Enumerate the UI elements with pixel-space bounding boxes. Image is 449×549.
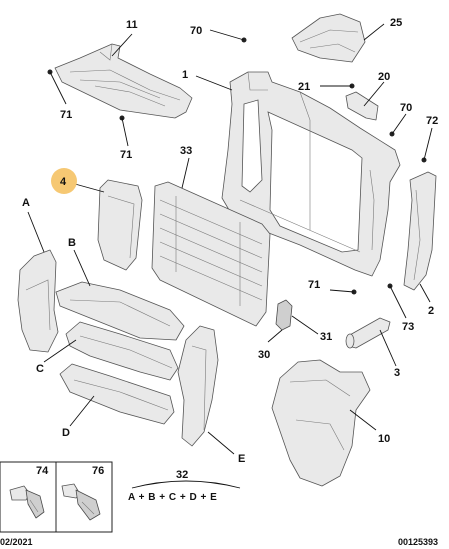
callout-labels: 11 70 25 1 21 20 70 72 71 71 4 33 71 73 … [22,17,438,481]
callout-71-left: 71 [60,109,72,121]
callout-1: 1 [182,69,188,81]
callout-10: 10 [378,433,390,445]
callout-B: B [68,237,76,249]
leader-lines [27,23,433,455]
fastener-box: 74 76 [0,461,113,533]
callout-33: 33 [180,145,192,157]
part-C-deflector [65,321,179,381]
part-10-air-guide [271,359,371,487]
callout-20: 20 [378,71,390,83]
callout-4: 4 [60,176,67,188]
callout-72: 72 [426,115,438,127]
callout-31: 31 [320,331,332,343]
part-B-lower-shield [55,281,185,341]
callout-A: A [22,197,30,209]
formula-text: A + B + C + D + E [128,492,217,503]
part-30-sensor [275,299,293,331]
callout-76: 76 [92,465,104,477]
callout-11: 11 [126,19,138,31]
part-D-lower-shield [59,363,175,425]
formula-32: A + B + C + D + E [128,480,241,503]
callout-73: 73 [402,321,414,333]
callout-3: 3 [394,367,400,379]
footer-date: 02/2021 [0,537,33,547]
callout-70-top: 70 [190,25,202,37]
part-2-side-bracket [403,171,437,291]
callout-D: D [62,427,70,439]
callout-70-right: 70 [400,102,412,114]
screw-76-icon [61,483,101,521]
highlight-circle [51,168,77,194]
callout-30: 30 [258,349,270,361]
part-11-upper-deflector [54,43,193,119]
footer-ref: 00125393 [398,537,438,547]
part-A-left-deflector [17,249,59,353]
callout-71-bottom: 71 [308,279,320,291]
callout-71-mid: 71 [120,149,132,161]
part-E-side-deflector [177,325,219,447]
callout-2: 2 [428,305,434,317]
part-4-air-duct [97,179,143,271]
part-25-cover [291,13,366,63]
callout-E: E [238,453,245,465]
part-1-front-panel [221,71,401,277]
callout-21: 21 [298,81,310,93]
callout-C: C [36,363,44,375]
callout-32: 32 [176,469,188,481]
part-33-radiator [151,181,271,327]
callout-25: 25 [390,17,402,29]
callout-74: 74 [36,465,49,477]
part-20-bracket [345,91,379,121]
part-3-tube [345,317,391,349]
screw-74-icon [9,485,45,519]
